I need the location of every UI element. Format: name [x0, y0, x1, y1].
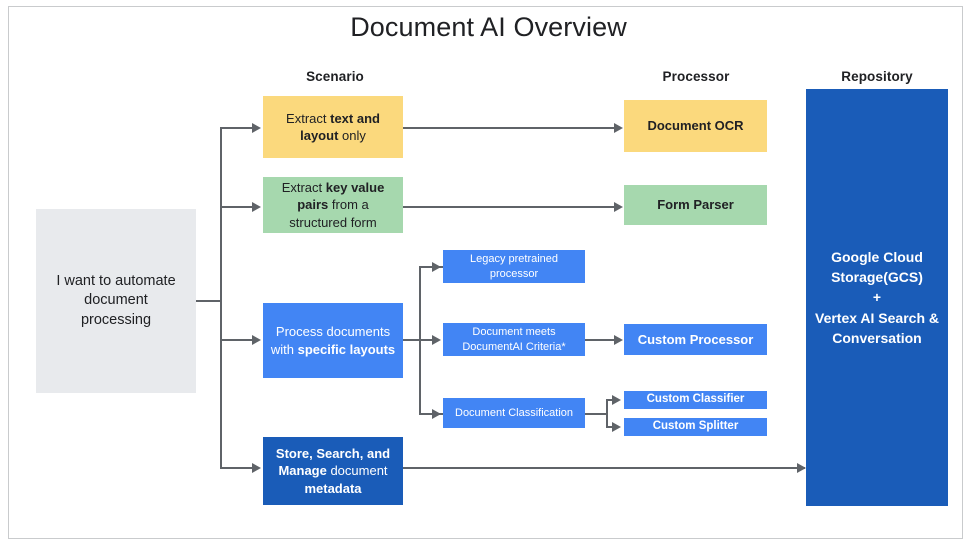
repository-line-2: Storage(GCS) — [831, 269, 923, 286]
connector-scenario2-to-form-parser — [403, 206, 615, 208]
scenario-box-process-specific-layouts[interactable]: Process documents with specific layouts — [263, 303, 403, 378]
connector-scenario3-stub — [403, 339, 433, 341]
arrowhead-document-ocr — [614, 123, 623, 133]
connector-criteria-to-custom-processor — [585, 339, 615, 341]
connector-entry-to-scenario-4 — [220, 467, 253, 469]
scenario-4-line2-bold: Manage — [278, 463, 327, 479]
connector-to-legacy-pretrained — [419, 266, 443, 268]
scenario-2-line2-plain: from a — [328, 197, 369, 213]
connector-classification-trunk — [606, 400, 608, 427]
scenario-2-line1-bold: key value — [325, 180, 385, 196]
legacy-line-1: Legacy pretrained — [469, 252, 559, 265]
scenario-1-line2-bold: layout — [300, 128, 339, 143]
scenario-4-line1-bold: Store, Search, and — [275, 446, 391, 462]
repository-box[interactable]: Google Cloud Storage(GCS) + Vertex AI Se… — [806, 89, 948, 506]
scenario-box-store-search-manage[interactable]: Store, Search, and Manage document metad… — [263, 437, 403, 505]
arrowhead-scenario-2 — [252, 202, 261, 212]
processor-box-custom-splitter[interactable]: Custom Splitter — [624, 418, 767, 436]
arrowhead-custom-splitter — [612, 422, 621, 432]
scenario-1-line1-plain: Extract — [286, 110, 331, 126]
custom-splitter-label: Custom Splitter — [652, 420, 739, 433]
page-title: Document AI Overview — [350, 12, 627, 42]
middle-node-legacy-pretrained-processor[interactable]: Legacy pretrained processor — [443, 250, 585, 283]
connector-classification-stub — [585, 413, 607, 415]
column-header-processor: Processor — [662, 69, 730, 84]
connector-store-to-repository — [403, 467, 805, 469]
column-header-scenario: Scenario — [306, 69, 364, 84]
scenario-box-extract-key-value-pairs[interactable]: Extract key value pairs from a structure… — [263, 177, 403, 233]
middle-node-document-meets-criteria[interactable]: Document meets DocumentAI Criteria* — [443, 323, 585, 356]
form-parser-label: Form Parser — [657, 197, 734, 213]
scenario-3-line2-bold: specific layouts — [297, 341, 396, 357]
legacy-line-2: processor — [489, 267, 539, 280]
repository-line-3: + — [872, 289, 882, 306]
processor-box-custom-classifier[interactable]: Custom Classifier — [624, 391, 767, 409]
repository-line-1: Google Cloud — [831, 248, 923, 265]
scenario-1-line1-bold: text and — [330, 110, 380, 126]
entry-line-2: document — [84, 292, 148, 309]
arrowhead-document-classification — [432, 409, 441, 419]
connector-entry-to-scenario-3 — [220, 339, 253, 341]
arrowhead-document-meets-criteria — [432, 335, 441, 345]
processor-box-custom-processor[interactable]: Custom Processor — [624, 324, 767, 355]
middle-node-document-classification[interactable]: Document Classification — [443, 398, 585, 428]
connector-entry-to-scenario-2 — [220, 206, 253, 208]
arrowhead-scenario-4 — [252, 463, 261, 473]
scenario-3-line2-plain: with — [270, 341, 298, 357]
arrowhead-custom-classifier — [612, 395, 621, 405]
connector-entry-stub — [196, 300, 222, 302]
connector-entry-to-scenario-1 — [220, 127, 253, 129]
processor-box-form-parser[interactable]: Form Parser — [624, 185, 767, 225]
scenario-1-line2-plain: only — [338, 128, 366, 143]
processor-box-document-ocr[interactable]: Document OCR — [624, 100, 767, 152]
document-ocr-label: Document OCR — [647, 118, 744, 134]
repository-line-5: Conversation — [832, 329, 922, 346]
entry-line-1: I want to automate — [56, 272, 176, 289]
classification-line-1: Document Classification — [455, 406, 573, 419]
arrowhead-scenario-3 — [252, 335, 261, 345]
entry-box[interactable]: I want to automate document processing — [36, 209, 196, 393]
connector-scenario3-trunk — [419, 267, 421, 414]
custom-classifier-label: Custom Classifier — [646, 393, 745, 406]
arrowhead-legacy-pretrained — [432, 262, 441, 272]
scenario-2-line1-plain: Extract — [281, 180, 326, 196]
arrowhead-scenario-1 — [252, 123, 261, 133]
criteria-line-1: Document meets — [472, 325, 556, 338]
connector-scenario1-to-document-ocr — [403, 127, 615, 129]
scenario-4-line3-bold: metadata — [304, 480, 362, 496]
scenario-2-line3-plain: structured form — [289, 214, 377, 230]
scenario-3-line1-plain: Process documents — [275, 324, 391, 340]
arrowhead-form-parser — [614, 202, 623, 212]
scenario-2-line2-bold: pairs — [297, 197, 329, 213]
arrowhead-repository — [797, 463, 806, 473]
entry-line-3: processing — [80, 311, 152, 328]
custom-processor-label: Custom Processor — [637, 331, 754, 347]
criteria-line-2: DocumentAI Criteria* — [462, 340, 566, 353]
column-header-repository: Repository — [841, 69, 913, 84]
scenario-4-line2-plain: document — [326, 463, 388, 479]
connector-to-document-classification — [419, 413, 443, 415]
arrowhead-custom-processor — [614, 335, 623, 345]
scenario-box-extract-text-layout[interactable]: Extract text and layout only — [263, 96, 403, 158]
connector-entry-trunk — [220, 128, 222, 468]
repository-line-4: Vertex AI Search & — [815, 309, 939, 326]
